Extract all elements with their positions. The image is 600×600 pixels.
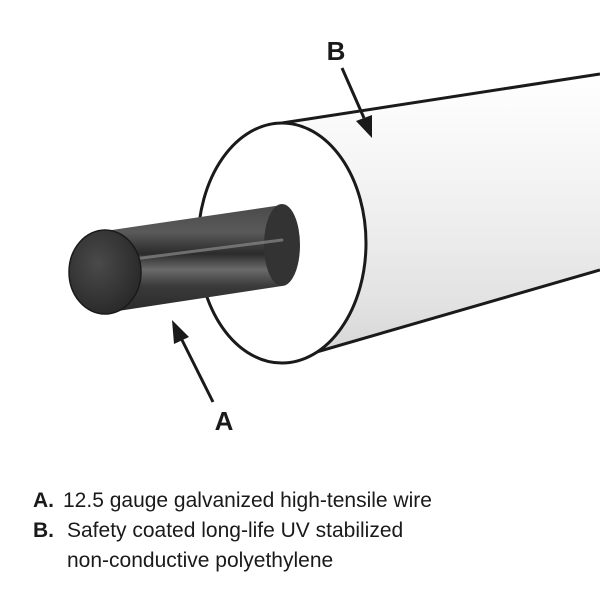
wire-back-cap [264, 204, 300, 286]
coating-body [282, 74, 600, 362]
wire-cross-section-diagram: B A [68, 36, 600, 436]
callout-arrowhead-a [172, 320, 189, 344]
legend-key-b: B. [33, 519, 54, 542]
callout-arrow-a [180, 339, 215, 403]
callout-label-b: B [327, 36, 346, 66]
legend-text-b: Safety coated long-life UV stabilized no… [67, 516, 573, 576]
callout-arrowhead-b [356, 115, 372, 138]
legend-item-a: A. 12.5 gauge galvanized high-tensile wi… [33, 486, 573, 516]
legend-text-b-line1: Safety coated long-life UV stabilized [67, 519, 404, 542]
callout-label-a: A [215, 406, 234, 436]
wire-body [105, 205, 282, 313]
legend-key-a: A. [33, 489, 54, 512]
legend-item-b: B. Safety coated long-life UV stabilized… [33, 516, 573, 576]
coating-top-edge [281, 72, 600, 125]
wire-end-face [68, 229, 142, 315]
legend-text-a: 12.5 gauge galvanized high-tensile wire [63, 489, 432, 512]
coating-bottom-edge [281, 268, 600, 364]
callout-arrow-b [340, 67, 366, 119]
legend-text-b-line2: non-conductive polyethylene [67, 549, 334, 572]
legend: A. 12.5 gauge galvanized high-tensile wi… [33, 486, 573, 576]
